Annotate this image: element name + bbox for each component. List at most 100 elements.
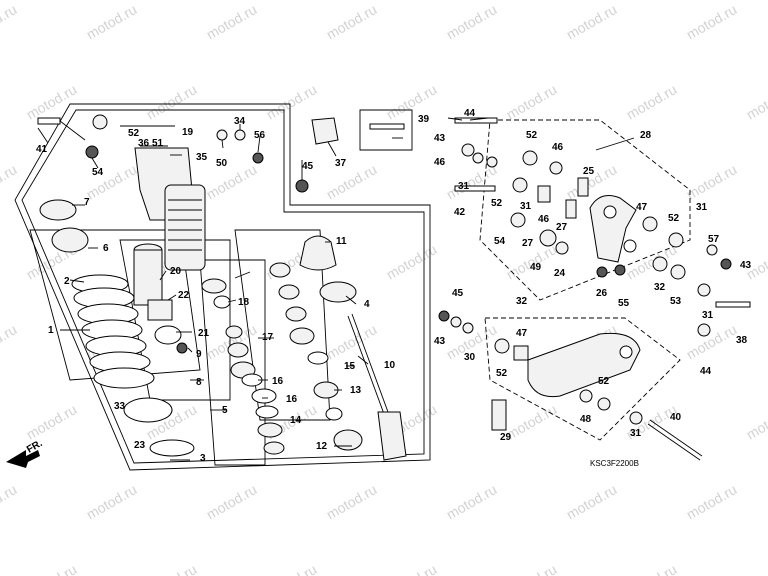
callout-46: 46 bbox=[434, 157, 446, 168]
watermark-text: motod.ru bbox=[384, 241, 440, 282]
callout-17: 17 bbox=[262, 332, 274, 343]
callout-48: 48 bbox=[580, 414, 592, 425]
callout-20: 20 bbox=[170, 266, 182, 277]
callout-14: 14 bbox=[290, 415, 302, 426]
callout-46: 46 bbox=[538, 214, 550, 225]
callout-31: 31 bbox=[630, 428, 642, 439]
callout-42: 42 bbox=[454, 207, 466, 218]
callout-51: 51 bbox=[152, 138, 164, 149]
watermark-text: motod.ru bbox=[204, 481, 260, 522]
front-arrow-icon bbox=[6, 450, 40, 468]
watermark-text: motod.ru bbox=[264, 561, 320, 576]
callout-31: 31 bbox=[520, 201, 532, 212]
watermark-text: motod.ru bbox=[504, 561, 560, 576]
callout-47: 47 bbox=[636, 202, 648, 213]
callout-44: 44 bbox=[700, 366, 712, 377]
front-marker-label: FR. bbox=[25, 438, 45, 456]
watermark-text: motod.ru bbox=[744, 561, 768, 576]
callout-13: 13 bbox=[350, 385, 362, 396]
watermark-text: motod.ru bbox=[324, 481, 380, 522]
callout-8: 8 bbox=[196, 377, 202, 388]
callout-35: 35 bbox=[196, 152, 208, 163]
callout-43: 43 bbox=[740, 260, 752, 271]
callout-50: 50 bbox=[216, 158, 228, 169]
watermark-text: motod.ru bbox=[384, 81, 440, 122]
watermark-text: motod.ru bbox=[744, 401, 768, 442]
callout-43: 43 bbox=[434, 133, 446, 144]
callout-7: 7 bbox=[84, 197, 90, 208]
shock-body bbox=[37, 114, 206, 354]
watermark-text: motod.ru bbox=[684, 321, 740, 362]
callout-28: 28 bbox=[640, 130, 652, 141]
watermark-text: motod.ru bbox=[24, 401, 80, 442]
callout-45: 45 bbox=[302, 161, 314, 172]
watermark-text: motod.ru bbox=[624, 561, 680, 576]
callout-38: 38 bbox=[736, 335, 748, 346]
watermark-text: motod.ru bbox=[564, 481, 620, 522]
watermark-text: motod.ru bbox=[744, 81, 768, 122]
watermark-text: motod.ru bbox=[504, 81, 560, 122]
watermark-text: motod.ru bbox=[684, 161, 740, 202]
watermark-text: motod.ru bbox=[144, 561, 200, 576]
callout-31: 31 bbox=[458, 181, 470, 192]
watermark-text: motod.ru bbox=[444, 1, 500, 42]
callout-43: 43 bbox=[434, 336, 446, 347]
callout-18: 18 bbox=[238, 297, 250, 308]
callout-3: 3 bbox=[200, 453, 206, 464]
callout-16: 16 bbox=[272, 376, 284, 387]
callout-25: 25 bbox=[583, 166, 595, 177]
callout-5: 5 bbox=[222, 405, 228, 416]
watermark-text: motod.ru bbox=[624, 81, 680, 122]
callout-29: 29 bbox=[500, 432, 512, 443]
callout-37: 37 bbox=[335, 158, 347, 169]
callout-57: 57 bbox=[708, 234, 720, 245]
watermark-text: motod.ru bbox=[24, 81, 80, 122]
callout-52: 52 bbox=[598, 376, 610, 387]
callout-2: 2 bbox=[64, 276, 70, 287]
watermark-text: motod.ru bbox=[324, 161, 380, 202]
callout-54: 54 bbox=[494, 236, 506, 247]
watermark-text: motod.ru bbox=[84, 481, 140, 522]
callout-32: 32 bbox=[516, 296, 528, 307]
callout-labels: 1234567891011121314151616171819202122232… bbox=[36, 108, 752, 464]
callout-39: 39 bbox=[418, 114, 430, 125]
callout-32: 32 bbox=[654, 282, 666, 293]
callout-1: 1 bbox=[48, 325, 54, 336]
callout-33: 33 bbox=[114, 401, 126, 412]
callout-22: 22 bbox=[178, 290, 190, 301]
callout-12: 12 bbox=[316, 441, 328, 452]
watermark-text: motod.ru bbox=[684, 481, 740, 522]
callout-11: 11 bbox=[336, 236, 347, 247]
callout-16: 16 bbox=[286, 394, 298, 405]
callout-19: 19 bbox=[182, 127, 194, 138]
watermark-text: motod.ru bbox=[0, 1, 19, 42]
watermark-text: motod.ru bbox=[504, 401, 560, 442]
watermark-text: motod.ru bbox=[24, 561, 80, 576]
callout-24: 24 bbox=[554, 268, 566, 279]
callout-52: 52 bbox=[668, 213, 680, 224]
callout-46: 46 bbox=[552, 142, 564, 153]
watermark-text: motod.ru bbox=[324, 321, 380, 362]
callout-6: 6 bbox=[103, 243, 109, 254]
watermark-text: motod.ru bbox=[324, 1, 380, 42]
watermark-text: motod.ru bbox=[564, 1, 620, 42]
watermark-text: motod.ru bbox=[264, 81, 320, 122]
callout-15: 15 bbox=[344, 361, 356, 372]
callout-10: 10 bbox=[384, 360, 396, 371]
linkage-parts bbox=[369, 117, 751, 461]
callout-21: 21 bbox=[198, 328, 210, 339]
watermark-text: motod.ru bbox=[384, 561, 440, 576]
watermark-text: motod.ru bbox=[204, 1, 260, 42]
callout-52: 52 bbox=[496, 368, 508, 379]
callout-31: 31 bbox=[702, 310, 714, 321]
callout-26: 26 bbox=[596, 288, 608, 299]
callout-31: 31 bbox=[696, 202, 708, 213]
callout-52: 52 bbox=[526, 130, 538, 141]
watermark-text: motod.ru bbox=[444, 481, 500, 522]
callout-45: 45 bbox=[452, 288, 464, 299]
callout-27: 27 bbox=[522, 238, 534, 249]
callout-55: 55 bbox=[618, 298, 630, 309]
callout-23: 23 bbox=[134, 440, 146, 451]
